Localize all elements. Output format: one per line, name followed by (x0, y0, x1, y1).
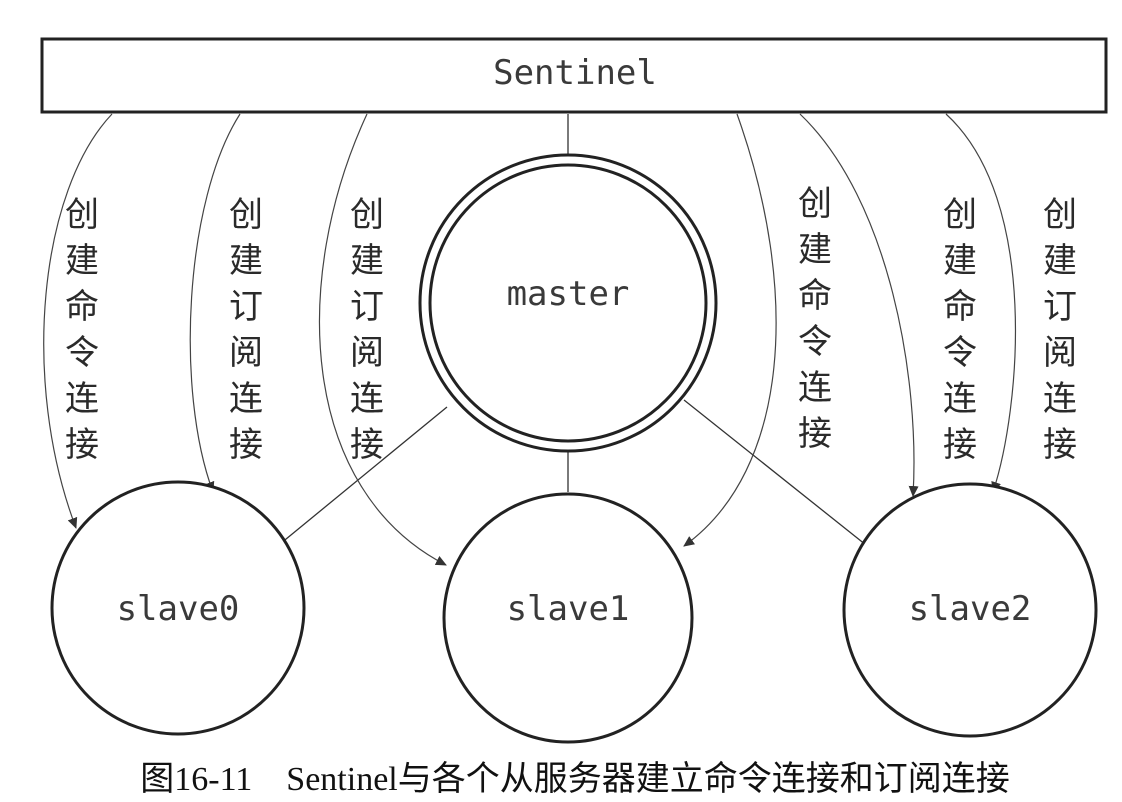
arrow-subscribe-slave1 (319, 113, 447, 566)
slave2-label: slave2 (909, 589, 1032, 629)
slave1-label: slave1 (507, 589, 630, 629)
label-command-connection-3: 创建命令连接 (943, 195, 977, 465)
arrow-command-slave1 (683, 113, 777, 547)
label-command-connection-1: 创建命令连接 (65, 195, 99, 465)
figure-caption: 图16-11 Sentinel与各个从服务器建立命令连接和订阅连接 (140, 760, 1010, 798)
master-label: master (507, 274, 630, 314)
master-slave2-edge (683, 399, 867, 546)
sentinel-box (40, 37, 1108, 114)
slave2-node: slave2 (842, 482, 1098, 738)
label-subscribe-connection-3: 创建订阅连接 (1043, 195, 1077, 465)
arrow-command-slave2 (799, 113, 919, 497)
slave0-label: slave0 (117, 589, 240, 629)
slave0-node: slave0 (50, 480, 306, 736)
label-subscribe-connection-1: 创建订阅连接 (229, 195, 263, 465)
arrow-command-slave0 (43, 113, 113, 529)
master-node: master (418, 153, 718, 453)
label-subscribe-connection-2: 创建订阅连接 (350, 195, 384, 465)
arrow-subscribe-slave0 (189, 113, 241, 493)
arrow-subscribe-slave2 (945, 113, 1017, 493)
slave1-node: slave1 (442, 492, 694, 744)
sentinel-label: Sentinel (493, 53, 657, 93)
master-slave0-edge (279, 406, 448, 545)
label-command-connection-2: 创建命令连接 (798, 184, 832, 454)
